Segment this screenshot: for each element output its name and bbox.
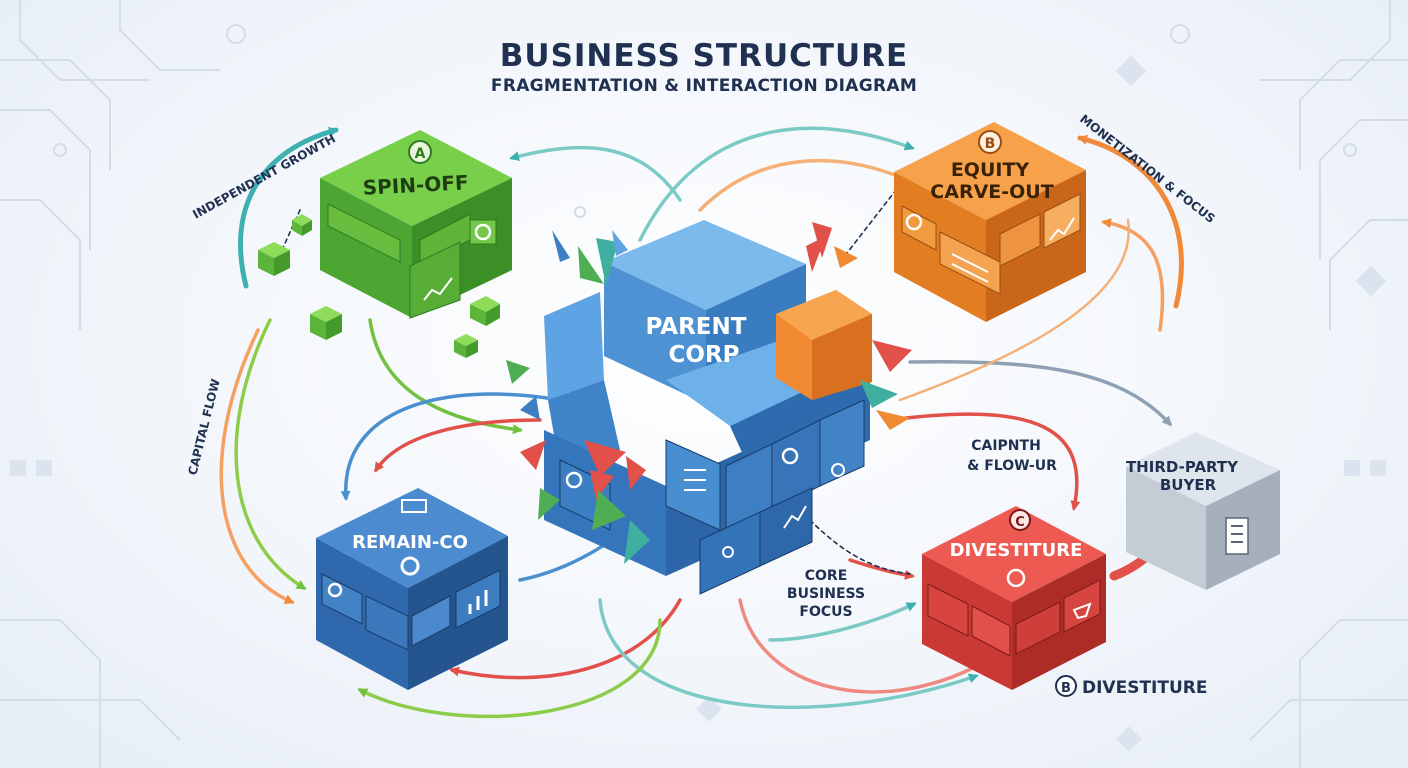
arrow-parent-to-carveout <box>638 126 915 242</box>
carve-out-badge <box>978 130 1002 154</box>
spin-off-node <box>320 130 512 319</box>
divestiture-badge <box>1009 509 1031 531</box>
globe-icon <box>1006 568 1026 588</box>
arrow-orange-upper <box>698 158 915 212</box>
parent-shards <box>506 222 912 564</box>
carve-out-label-line1: EQUITY <box>951 159 1030 181</box>
dashed-link-spinoff <box>281 209 301 251</box>
spin-off-badge-text: A <box>415 146 426 162</box>
gear-icon <box>905 213 923 231</box>
people-icon <box>722 546 734 558</box>
third-party-label-line1: THIRD-PARTY <box>1126 458 1239 476</box>
chart-icon <box>1049 217 1075 241</box>
divestiture-label: DIVESTITURE <box>950 540 1083 561</box>
monetization-focus-label: MONETIZATION & FOCUS <box>1077 112 1218 226</box>
diagram-subtitle: FRAGMENTATION & INTERACTION DIAGRAM <box>490 76 918 96</box>
core-business-focus-line3: FOCUS <box>799 604 852 620</box>
legend-label: DIVESTITURE <box>1082 678 1207 698</box>
arrow-bottom-green <box>357 618 662 719</box>
gear-icon <box>400 556 420 576</box>
dashed-link-divestiture <box>809 519 911 575</box>
arrow-parent-to-remainco-bottom <box>449 598 682 680</box>
legend-badge <box>1055 675 1077 697</box>
arrow-monetization-focus <box>1077 134 1184 309</box>
growth-chart-icon <box>423 277 453 301</box>
remain-co-node <box>316 488 508 690</box>
building-icon <box>1225 517 1249 555</box>
caipnth-label-line2: & FLOW-UR <box>967 458 1057 474</box>
org-chart-icon <box>831 463 845 477</box>
carve-out-badge-text: B <box>985 136 996 152</box>
divestiture-badge-text: C <box>1015 515 1025 530</box>
caipnth-label-line1: CAIPNTH <box>971 438 1041 454</box>
carve-out-label-line2: CARVE-OUT <box>930 181 1053 203</box>
core-business-focus-line1: CORE <box>805 568 848 584</box>
bar-chart-icon <box>468 590 488 614</box>
arrow-parent-to-spinoff <box>509 145 682 202</box>
arrow-capital-flow-orange <box>219 328 295 604</box>
gear-icon <box>474 223 492 241</box>
arrow-carveout-return <box>1101 218 1165 332</box>
flow-arrows <box>219 126 1184 719</box>
growth-chart-icon <box>783 505 807 529</box>
third-party-label-line2: BUYER <box>1160 476 1217 494</box>
spin-off-label: SPIN-OFF <box>362 170 469 200</box>
arrow-green-loop <box>898 218 1130 402</box>
parent-corp-node <box>544 220 872 595</box>
dashed-link-carveout <box>839 189 897 263</box>
independent-growth-label: INDEPENDENT GROWTH <box>190 131 338 221</box>
people-icon <box>327 582 343 598</box>
arrow-independent-growth <box>238 127 339 289</box>
divestiture-node <box>922 506 1106 690</box>
capital-flow-label: CAPITAL FLOW <box>185 378 222 477</box>
arrow-capital-flow-green <box>234 318 307 590</box>
network-icon <box>401 499 427 513</box>
arrow-core-to-divestiture <box>768 602 917 642</box>
equity-carve-out-node <box>894 122 1086 322</box>
document-icon <box>684 469 706 491</box>
arrow-bottom-teal <box>598 598 979 709</box>
core-business-focus-line2: BUSINESS <box>787 586 865 602</box>
spin-off-fragments <box>258 214 500 358</box>
arrow-divestiture-loop <box>888 412 1081 511</box>
third-party-buyer-node <box>1126 432 1280 590</box>
spin-off-badge <box>408 140 432 164</box>
parent-corp-label-line2: CORP <box>669 342 740 368</box>
legend-badge-text: B <box>1061 681 1071 696</box>
arrow-core-focus <box>848 558 915 580</box>
remain-co-label: REMAIN-CO <box>352 532 468 553</box>
cart-icon <box>1072 602 1092 620</box>
diagram-title: BUSINESS STRUCTURE <box>499 38 909 74</box>
arrow-bottom-red <box>738 598 1003 694</box>
parent-corp-label-line1: PARENT <box>646 314 747 340</box>
gear-icon <box>781 447 799 465</box>
arrow-spinoff-to-parent <box>368 318 523 435</box>
arrow-parent-to-remainco-red <box>374 418 542 473</box>
arrow-parent-to-remainco-blue <box>340 392 562 501</box>
gear-icon <box>565 471 583 489</box>
arrow-parent-to-third-party <box>908 360 1173 427</box>
